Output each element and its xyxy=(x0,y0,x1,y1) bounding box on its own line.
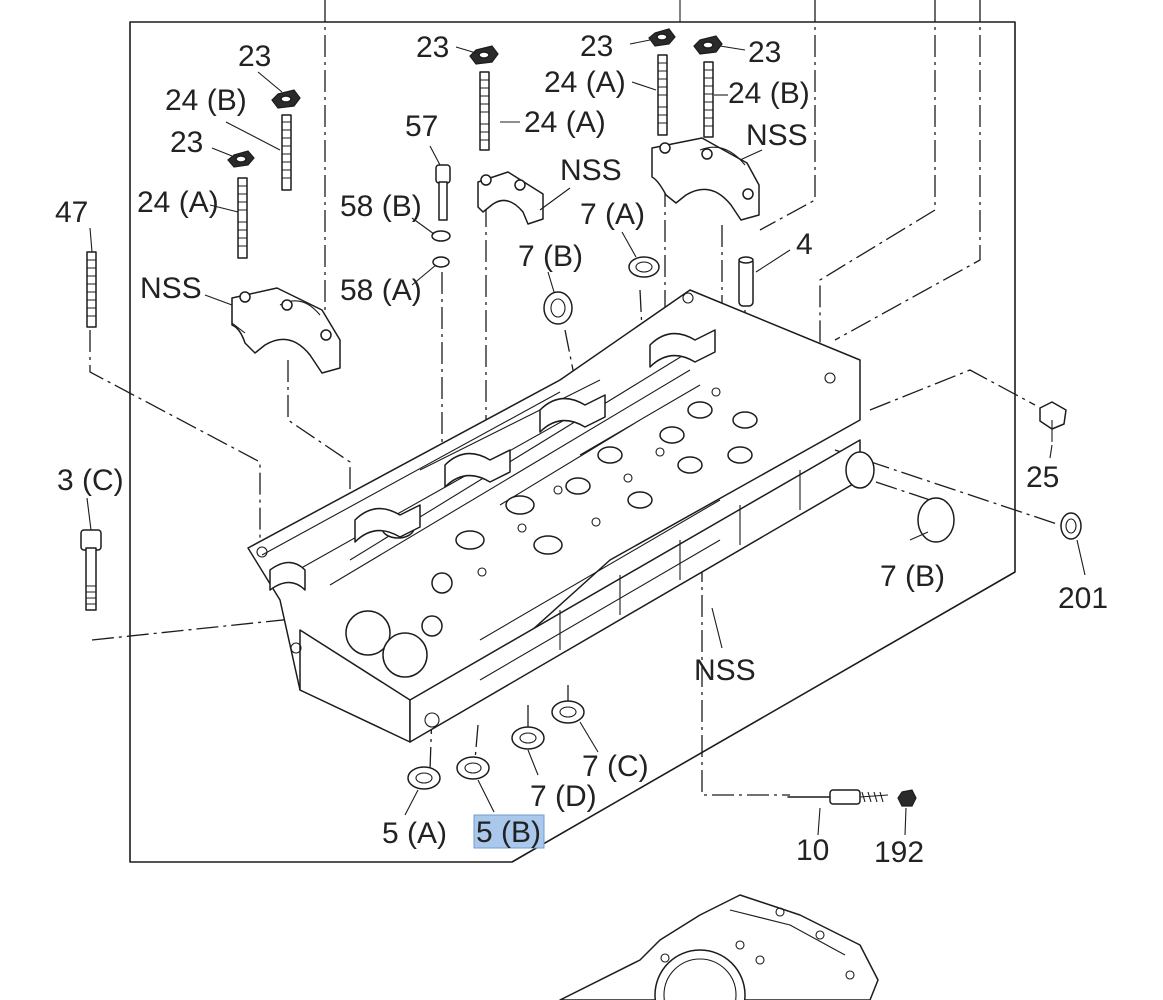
nuts-23 xyxy=(227,28,723,168)
label-4: 4 xyxy=(796,228,813,261)
lower-plugs xyxy=(407,700,585,790)
part-labels: 23 24 (B) 23 24 (A) 47 NSS 3 (C) 23 24 (… xyxy=(55,30,1108,869)
label-23: 23 xyxy=(416,31,449,64)
cam-cap-right xyxy=(651,137,760,221)
glow-plug-10 xyxy=(787,789,917,807)
assembly-frame xyxy=(129,21,1016,863)
label-47: 47 xyxy=(55,196,88,229)
label-7a: 7 (A) xyxy=(580,198,645,231)
studs xyxy=(86,54,714,328)
label-24a: 24 (A) xyxy=(544,66,626,99)
label-23: 23 xyxy=(238,40,271,73)
label-23: 23 xyxy=(170,126,203,159)
label-7d: 7 (D) xyxy=(530,780,597,813)
label-7b: 7 (B) xyxy=(518,240,583,273)
cam-cap-left xyxy=(231,287,341,374)
label-58a: 58 (A) xyxy=(340,274,422,307)
label-24b: 24 (B) xyxy=(728,77,810,110)
label-7b: 7 (B) xyxy=(880,560,945,593)
label-24a: 24 (A) xyxy=(137,186,219,219)
label-23: 23 xyxy=(580,30,613,63)
label-10: 10 xyxy=(796,834,829,867)
label-5b: 5 (B) xyxy=(476,816,541,849)
label-nss: NSS xyxy=(560,154,622,187)
head-gasket xyxy=(559,894,879,1000)
label-57: 57 xyxy=(405,110,438,143)
label-58b: 58 (B) xyxy=(340,190,422,223)
label-24b: 24 (B) xyxy=(165,84,247,117)
cam-cap-middle xyxy=(477,171,544,225)
label-3c: 3 (C) xyxy=(57,464,124,497)
label-highlight xyxy=(473,814,545,849)
label-5a: 5 (A) xyxy=(382,817,447,850)
label-7c: 7 (C) xyxy=(582,750,649,783)
cylinder-head xyxy=(247,289,875,743)
pointer-lines xyxy=(86,39,1086,836)
bolt-3c xyxy=(80,529,102,611)
label-nss: NSS xyxy=(140,272,202,305)
label-nss: NSS xyxy=(746,119,808,152)
cam-journals xyxy=(269,329,716,591)
small-parts xyxy=(431,164,1082,543)
label-24a: 24 (A) xyxy=(524,106,606,139)
label-192: 192 xyxy=(874,836,924,869)
label-25: 25 xyxy=(1026,461,1059,494)
label-nss: NSS xyxy=(694,654,756,687)
label-23: 23 xyxy=(748,36,781,69)
label-201: 201 xyxy=(1058,582,1108,615)
